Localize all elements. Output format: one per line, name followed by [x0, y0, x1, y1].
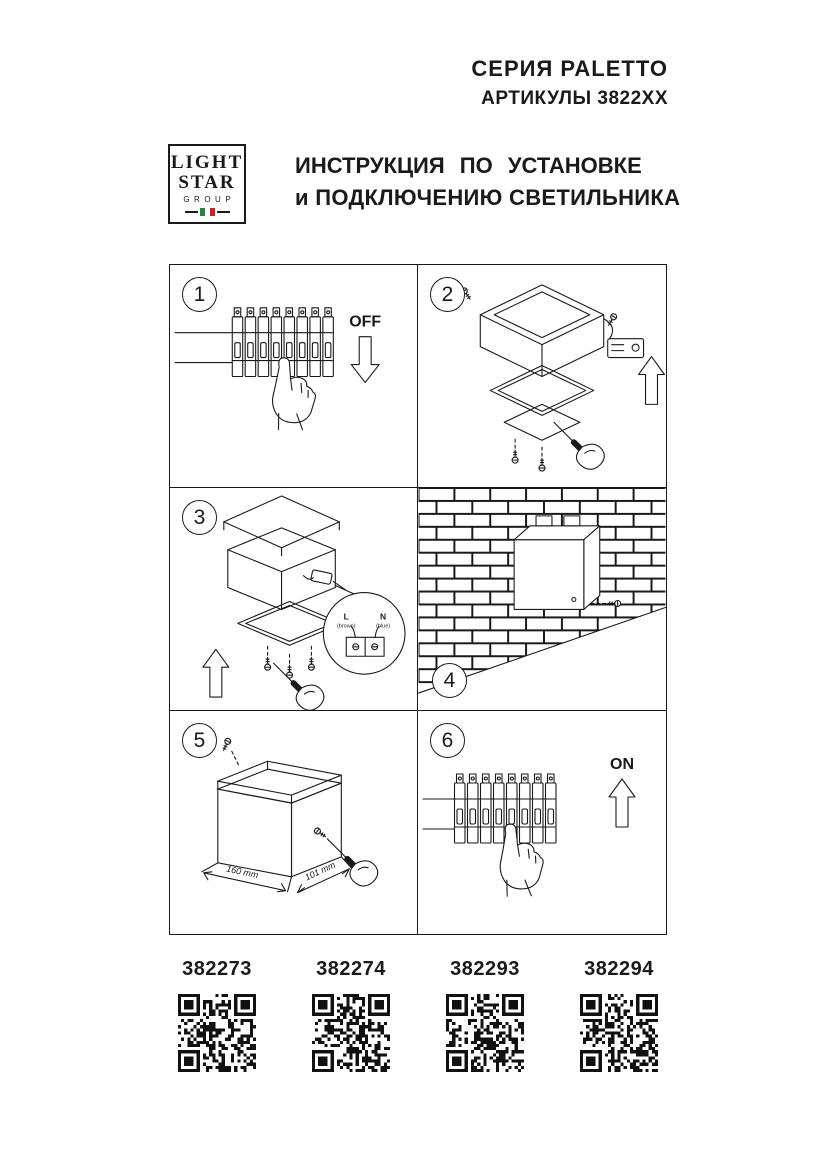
lightstar-logo: LIGHT STAR GROUP [168, 144, 246, 224]
dimensions-illustration: 160 mm 101 mm [201, 736, 417, 894]
din-rail-wires [174, 332, 233, 364]
terminal-detail-circle [322, 591, 406, 675]
screwdriver-hand-icon [274, 663, 324, 710]
flag-red-stripe [209, 207, 215, 216]
off-label: OFF [349, 314, 381, 331]
step-4-badge: 4 [432, 663, 467, 698]
qr-code [446, 994, 524, 1072]
lamp-front-face [513, 539, 585, 611]
wall-mount-illustration [418, 488, 666, 694]
lamp-body-icon [479, 284, 605, 346]
width-dimension-label: 160 mm [225, 864, 259, 881]
screwdriver-hand-icon [554, 422, 604, 469]
step-3-badge: 3 [182, 500, 217, 535]
flag-white-stripe [204, 207, 210, 216]
qr-code [178, 994, 256, 1072]
article-item: 382294 [571, 958, 667, 1072]
dimension-line-depth [296, 868, 350, 894]
lamp-side-face [583, 525, 601, 611]
terminal-n-label: N [380, 611, 386, 621]
articles-subtitle: АРТИКУЛЫ 3822XX [481, 88, 668, 109]
terminal-l-label: L [344, 611, 349, 621]
series-title: СЕРИЯ PALETTO [471, 56, 668, 81]
gasket-icon [503, 403, 581, 441]
detail-leader-line [334, 585, 356, 596]
breakers-on-illustration: ON [422, 756, 636, 901]
article-code: 382274 [316, 958, 386, 980]
terminal-n-color-label: (blue) [376, 623, 390, 629]
qr-code [312, 994, 390, 1072]
steps-grid: 1 OFF 2 [169, 264, 667, 935]
logo-flag-row [184, 207, 230, 216]
step-4-panel: 4 [418, 488, 666, 711]
logo-word-light: LIGHT [170, 151, 244, 173]
breakers-off-illustration: OFF [174, 307, 381, 435]
step-3-panel: 3 [170, 488, 418, 711]
step-5-panel: 5 160 mm [170, 711, 418, 934]
screw-icon [605, 312, 619, 328]
flag-line-left [184, 210, 198, 213]
mounting-frame-icon [489, 364, 595, 416]
disassembly-illustration [459, 284, 665, 487]
step-1-badge: 1 [182, 277, 217, 312]
driver-box-icon [607, 338, 645, 359]
step-6-badge: 6 [430, 723, 465, 758]
screwdriver-hand-icon [327, 839, 377, 886]
article-code: 382294 [584, 958, 654, 980]
article-code: 382293 [450, 958, 520, 980]
article-code: 382273 [182, 958, 252, 980]
article-item: 382274 [303, 958, 399, 1072]
arrow-down-icon [350, 336, 380, 384]
wire-connector-icon [310, 569, 333, 585]
arrow-up-icon [608, 778, 636, 828]
italian-flag-icon [199, 207, 215, 216]
step-2-panel: 2 [418, 265, 666, 488]
depth-dimension-label: 101 mm [303, 859, 337, 882]
din-rail-wires [422, 798, 455, 830]
terminal-wires [350, 625, 380, 638]
article-list: 382273 382274 382293 382294 [169, 958, 667, 1072]
wiring-illustration: L (brown) N (blue) [202, 495, 406, 710]
article-item: 382273 [169, 958, 265, 1072]
flag-line-right [216, 210, 230, 213]
title-line-1: ИНСТРУКЦИЯ ПО УСТАНОВКЕ [295, 153, 642, 178]
flag-green-stripe [199, 207, 205, 216]
page-title: ИНСТРУКЦИЯ ПО УСТАНОВКЕ и ПОДКЛЮЧЕНИЮ СВ… [295, 150, 681, 214]
arrow-up-icon [638, 356, 665, 405]
screw-icon [220, 736, 233, 753]
qr-code [580, 994, 658, 1072]
article-item: 382293 [437, 958, 533, 1072]
terminal-l-color-label: (brown) [337, 623, 356, 629]
on-label: ON [610, 756, 634, 773]
wire [603, 318, 614, 340]
arrow-up-icon [202, 648, 230, 698]
step-1-panel: 1 OFF [170, 265, 418, 488]
logo-word-star: STAR [178, 171, 236, 193]
step-6-panel: 6 ON [418, 711, 666, 934]
screw-icon [312, 826, 328, 840]
lamp-lid-icon [223, 495, 340, 549]
dimension-line-width [203, 872, 287, 892]
title-line-2: и ПОДКЛЮЧЕНИЮ СВЕТИЛЬНИКА [295, 185, 681, 210]
logo-word-group: GROUP [183, 194, 236, 204]
step-2-badge: 2 [430, 277, 465, 312]
step-5-badge: 5 [182, 723, 217, 758]
circuit-breaker-row-icon [453, 773, 557, 844]
